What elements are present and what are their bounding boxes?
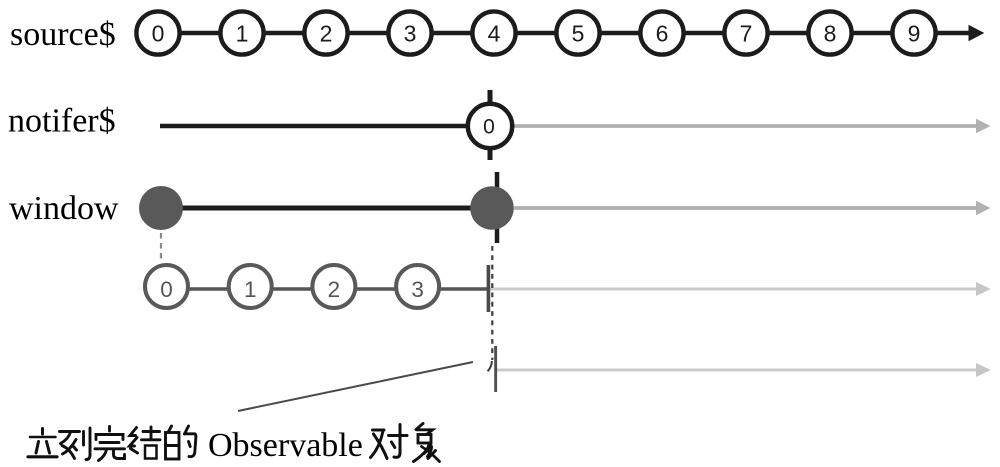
svg-text:Observable: Observable: [208, 427, 363, 464]
svg-text:6: 6: [656, 20, 669, 46]
svg-text:0: 0: [152, 20, 165, 46]
svg-text:4: 4: [488, 20, 501, 46]
svg-text:window: window: [9, 190, 119, 227]
svg-text:3: 3: [411, 277, 424, 302]
svg-text:3: 3: [404, 20, 417, 46]
svg-text:2: 2: [328, 277, 341, 302]
svg-text:7: 7: [740, 20, 753, 46]
svg-text:2: 2: [320, 20, 333, 46]
svg-text:1: 1: [236, 20, 249, 46]
svg-text:9: 9: [908, 20, 921, 46]
svg-text:0: 0: [483, 116, 495, 139]
svg-text:0: 0: [160, 277, 173, 302]
svg-text:8: 8: [824, 20, 837, 46]
svg-text:notifer$: notifer$: [8, 103, 116, 140]
svg-text:1: 1: [244, 277, 257, 302]
svg-text:source$: source$: [10, 16, 116, 53]
svg-text:5: 5: [572, 20, 585, 46]
